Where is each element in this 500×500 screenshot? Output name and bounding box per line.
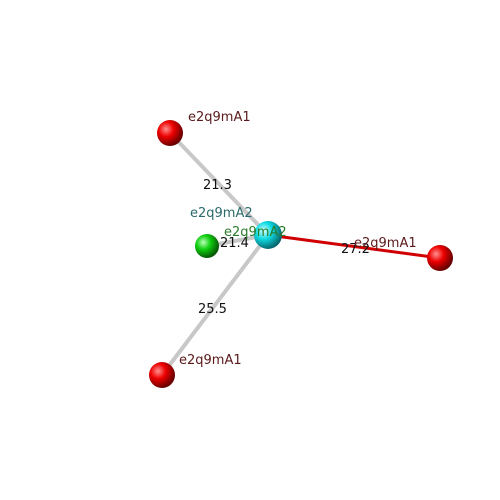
bond-line-bottom (160, 233, 270, 377)
atom-label-top: e2q9mA1 (188, 110, 251, 125)
distance-label-top: 21.3 (203, 178, 232, 193)
distance-label-right: 27.2 (341, 242, 370, 257)
bond-line-top (168, 131, 270, 237)
atom-label-center: e2q9mA2 (224, 225, 287, 240)
atom-bottom[interactable] (149, 362, 175, 388)
bond-line-right (266, 233, 442, 260)
atom-label-right: e2q9mA1 (354, 236, 417, 251)
atom-right[interactable] (427, 245, 453, 271)
atom-top[interactable] (157, 120, 183, 146)
atom-label-bottom: e2q9mA1 (179, 353, 242, 368)
atom-center[interactable] (254, 221, 282, 249)
distance-label-bottom: 25.5 (198, 302, 227, 317)
distance-label-green: 21.4 (220, 236, 249, 251)
atom-green[interactable] (195, 234, 219, 258)
atom-label-green: e2q9mA2 (190, 206, 253, 221)
